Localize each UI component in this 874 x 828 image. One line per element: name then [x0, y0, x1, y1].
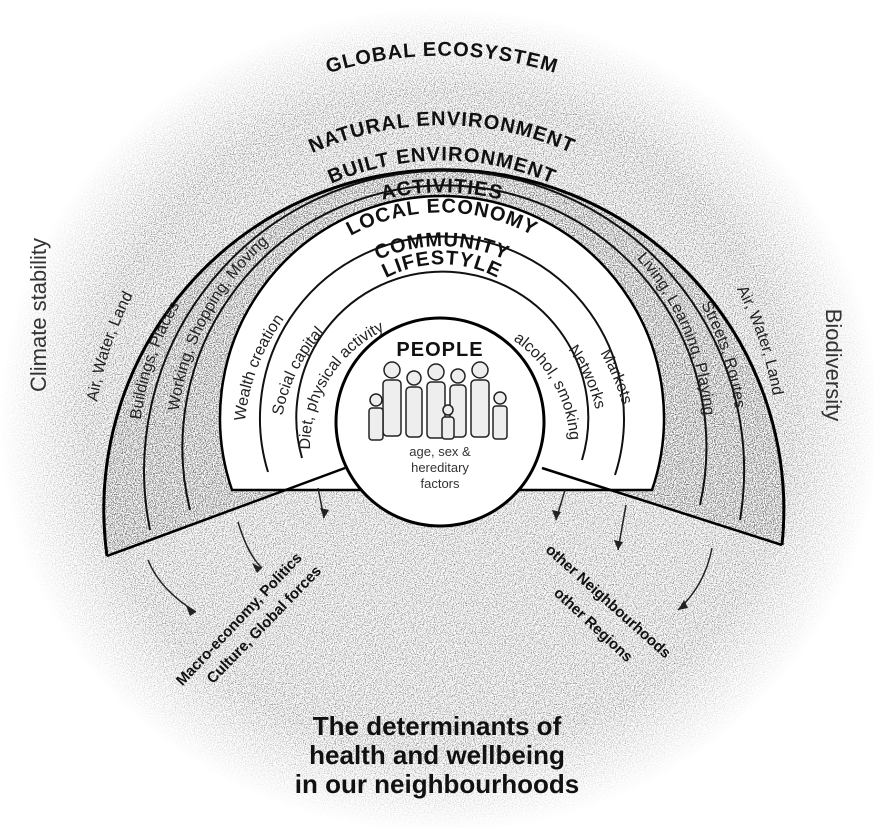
arrowhead [320, 508, 329, 518]
diagram-caption: The determinants of health and wellbeing… [0, 712, 874, 799]
people-note-line: age, sex & [409, 444, 471, 459]
person-figure [405, 370, 423, 438]
arrow-left-mid [237, 521, 263, 569]
arrow-left-outer [147, 559, 197, 613]
arrowhead [614, 540, 623, 550]
person-figure [441, 404, 455, 440]
person-figure [492, 391, 508, 440]
caption-line: in our neighbourhoods [294, 769, 580, 799]
people-note-line: hereditary [411, 460, 469, 475]
community-arc [258, 235, 625, 476]
person-figure [382, 361, 402, 437]
left-base-line [106, 466, 346, 558]
lifestyle-arc [295, 270, 590, 461]
arrowhead [552, 510, 561, 520]
person-figure [470, 361, 490, 438]
right-base-line [541, 466, 783, 547]
activities-arc [181, 184, 708, 511]
arrowhead [252, 563, 262, 573]
arrowhead [678, 600, 688, 610]
person-figure [426, 363, 446, 439]
arrowhead [186, 606, 196, 616]
biodiversity-label: Biodiversity [821, 309, 846, 421]
arrowheads [186, 508, 688, 616]
person-figure [368, 393, 384, 441]
climate-stability-label: Climate stability [26, 238, 51, 392]
people-illustration [368, 361, 508, 441]
caption-line: health and wellbeing [309, 740, 565, 770]
people-note-line: factors [420, 476, 460, 491]
built-environment-arc [143, 169, 746, 531]
people-label: PEOPLE [396, 339, 483, 361]
caption-line: The determinants of [312, 711, 562, 741]
